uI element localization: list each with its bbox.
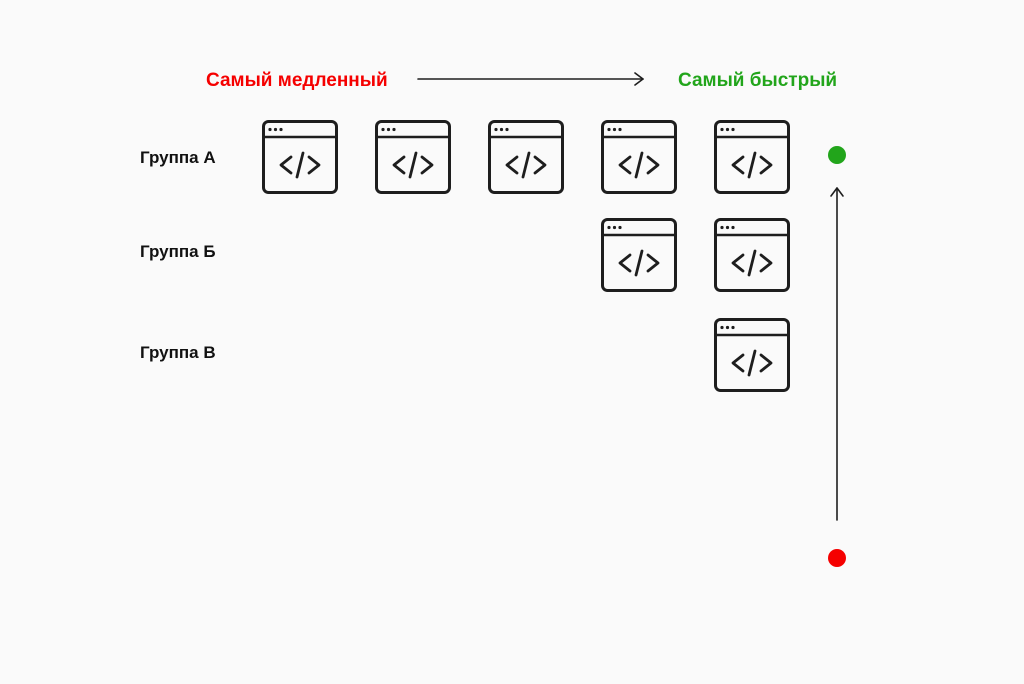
- code-window-icon: [601, 120, 677, 194]
- code-window-icon: [714, 120, 790, 194]
- group-a-label: Группа А: [140, 148, 216, 167]
- code-window-icon: [488, 120, 564, 194]
- code-window-icon: [601, 218, 677, 292]
- slowest-label: Самый медленный: [206, 70, 388, 91]
- fast-dot: [828, 146, 846, 164]
- fastest-label: Самый быстрый: [678, 70, 838, 91]
- group-c-label: Группа В: [140, 343, 216, 362]
- windows-layer: [262, 120, 790, 392]
- code-window-icon: [262, 120, 338, 194]
- code-window-icon: [375, 120, 451, 194]
- slow-dot: [828, 549, 846, 567]
- vertical-arrow: [830, 187, 844, 521]
- code-window-icon: [714, 218, 790, 292]
- horizontal-arrow: [417, 72, 644, 86]
- group-b-label: Группа Б: [140, 242, 216, 261]
- code-window-icon: [714, 318, 790, 392]
